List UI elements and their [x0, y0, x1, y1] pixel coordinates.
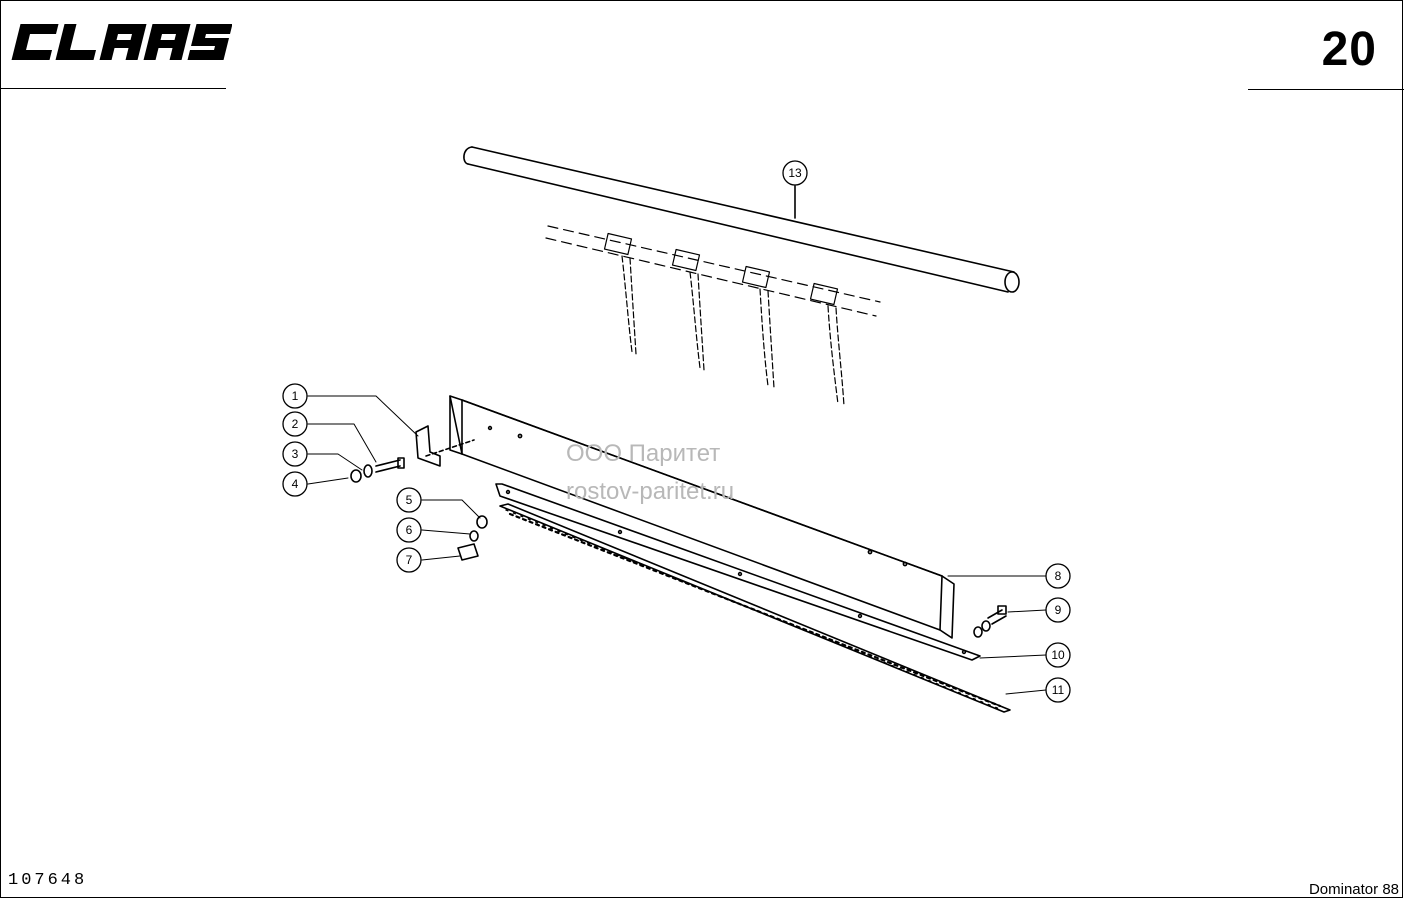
callout-1: 1	[282, 383, 308, 409]
header-rule-left	[0, 88, 226, 89]
washer-part-6	[469, 530, 479, 542]
callout-6: 6	[396, 517, 422, 543]
watermark-company: ООО Паритет	[566, 440, 720, 467]
svg-text:9: 9	[1055, 603, 1062, 617]
clip-part-7	[457, 543, 479, 561]
washer-part-3	[363, 464, 373, 478]
watermark: ООО Паритет rostov-paritet.ru	[566, 440, 734, 505]
bolt-part-9	[973, 605, 1007, 638]
model-label: Dominator 88	[1308, 881, 1399, 898]
callout-2: 2	[282, 411, 308, 437]
svg-text:10: 10	[1051, 648, 1065, 662]
callout-5: 5	[396, 487, 422, 513]
shaft-with-clamps	[545, 225, 881, 407]
drawing-id: 107648	[8, 871, 88, 890]
claas-logo	[11, 24, 232, 60]
callout-7: 7	[396, 547, 422, 573]
callout-9: 9	[1045, 597, 1071, 623]
strip-part-10	[495, 483, 981, 661]
page-number: 20	[1321, 23, 1377, 76]
svg-text:8: 8	[1055, 569, 1062, 583]
svg-text:6: 6	[406, 523, 413, 537]
svg-text:5: 5	[406, 493, 413, 507]
svg-text:7: 7	[406, 553, 413, 567]
leader-lines	[307, 395, 1047, 695]
callout-8: 8	[1045, 563, 1071, 589]
callout-13: 13	[782, 160, 808, 186]
callout-4: 4	[282, 471, 308, 497]
bracket-part-1	[415, 425, 475, 467]
svg-text:2: 2	[292, 417, 299, 431]
bolt-part-2	[375, 457, 405, 473]
angle-plate-part-8	[449, 395, 955, 639]
watermark-site: rostov-paritet.ru	[566, 478, 734, 505]
svg-text:13: 13	[788, 166, 802, 180]
svg-text:3: 3	[292, 447, 299, 461]
svg-text:11: 11	[1052, 683, 1065, 697]
header-rule-right	[1248, 89, 1404, 90]
nut-part-4	[350, 469, 362, 483]
nut-part-5	[476, 515, 488, 529]
svg-text:1: 1	[292, 389, 299, 403]
callout-10: 10	[1045, 642, 1071, 668]
svg-text:4: 4	[292, 477, 299, 491]
callout-3: 3	[282, 441, 308, 467]
rubber-strip-part-11	[499, 503, 1011, 713]
tube-part-13	[463, 146, 1020, 293]
callout-11: 11	[1045, 677, 1071, 703]
